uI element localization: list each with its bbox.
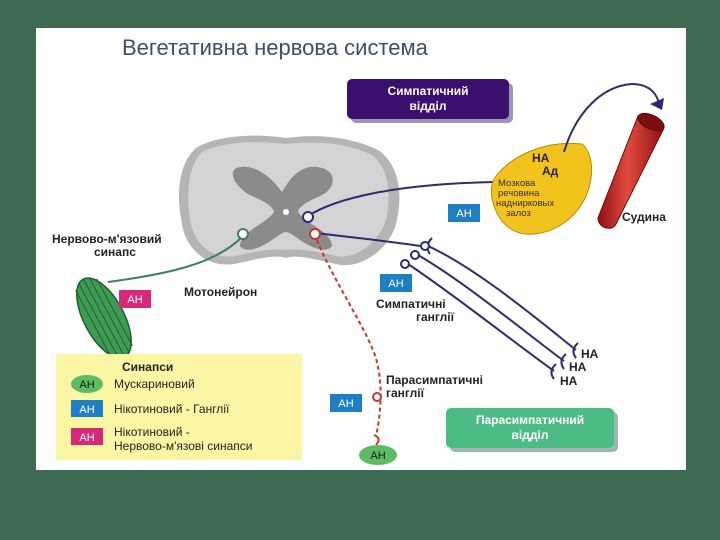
legend-title: Синапси [122,360,173,374]
parasympathetic-neuron-icon [309,228,321,240]
svg-text:АН: АН [338,398,353,410]
svg-text:АН: АН [127,294,142,306]
svg-text:АН: АН [456,208,471,220]
svg-text:АН: АН [79,379,94,391]
parasympathetic-division-box: Парасимпатичний відділ [446,408,618,452]
parasympathetic-label-2: відділ [512,428,549,442]
svg-text:АН: АН [388,278,403,290]
spinal-cord-section [178,135,400,266]
svg-text:Нікотиновий -: Нікотиновий - [114,425,190,439]
svg-text:АН: АН [370,450,385,462]
na-label-3: НА [560,374,578,388]
adrenal-label-1: Мозкова [498,178,536,189]
sympathetic-label-2: відділ [410,99,447,113]
hormone-flow-arrow [563,82,661,153]
motoneuron-label: Мотонейрон [184,285,257,299]
svg-text:Нікотиновий - Ганглії: Нікотиновий - Ганглії [114,402,230,416]
ah-tag-parasymp-end: АН [359,445,397,465]
ah-tag-muscle: АН [119,290,151,308]
na-label-1: НА [581,347,599,361]
adrenal-label-2: речовина [498,188,540,199]
motoneuron-body-icon [237,228,249,240]
na-top-label: НА [532,151,550,165]
vessel-label: Судина [622,210,666,224]
symp-ganglia-label-1: Симпатичні [376,297,446,311]
sympathetic-label-1: Симпатичний [387,84,468,98]
arrow-head-icon [650,98,664,110]
svg-text:Нервово-м'язові синапси: Нервово-м'язові синапси [114,439,253,453]
blood-vessel-icon [597,112,665,229]
slide: Вегетативна нервова система Симпатичний … [36,28,686,470]
svg-text:АН: АН [79,432,94,444]
adrenal-label-4: залоз [506,208,531,219]
svg-text:АН: АН [79,404,94,416]
muscle-icon [75,277,133,360]
diagram-title: Вегетативна нервова система [122,35,429,60]
parasymp-ganglia-label-1: Парасимпатичні [386,373,483,387]
adrenal-gland-icon [490,142,592,235]
parasympathetic-synapse-icon [373,434,380,446]
synapse-legend: Синапси АН Мускариновий АН Нікотиновий -… [56,354,302,460]
svg-text:Мускариновий: Мускариновий [114,377,195,391]
legend-item-muscarinic: АН Мускариновий [71,375,195,393]
ah-tag-parasymp-ganglia: АН [330,394,362,412]
ah-tag-adrenal: АН [448,204,480,222]
sympathetic-preganglionic-fiber [315,232,421,247]
motor-nerve-fiber [107,235,244,283]
symp-ganglia-label-2: ганглії [416,310,455,324]
parasympathetic-ganglion-icon [372,392,382,402]
na-label-2: НА [569,360,587,374]
ad-label: Ад [542,164,559,178]
sympathetic-division-box: Симпатичний відділ [347,79,513,123]
adrenal-label-3: наднирковых [496,198,554,209]
neuromuscular-label-1: Нервово-м'язовий [52,232,162,246]
sympathetic-neuron-icon [302,211,314,223]
neuromuscular-label-2: синапс [94,245,136,259]
sympathetic-fiber-adrenal [307,181,495,217]
legend-item-nicotinic-ganglia: АН Нікотиновий - Ганглії [71,400,230,417]
ah-tag-ganglia: АН [380,274,412,292]
sympathetic-ganglia [400,237,579,380]
legend-item-nicotinic-nm: АН Нікотиновий - Нервово-м'язові синапси [71,425,253,453]
parasympathetic-label-1: Парасимпатичний [476,413,584,427]
parasympathetic-fiber [316,239,382,437]
parasymp-ganglia-label-2: ганглії [386,386,425,400]
